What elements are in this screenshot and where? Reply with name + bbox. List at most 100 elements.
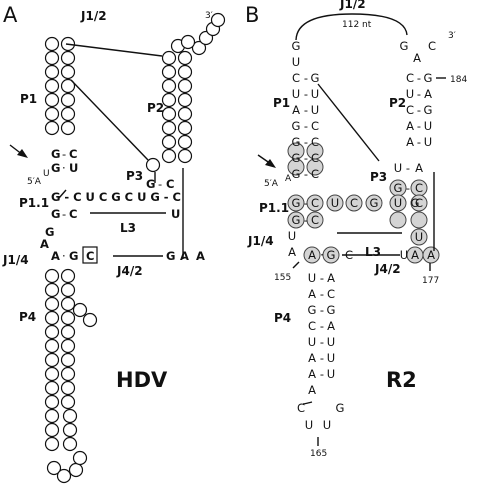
nucleotide-circle <box>60 324 76 340</box>
nt-p1-c1: C <box>69 147 77 161</box>
label-5prime-a: 5′A <box>27 177 42 187</box>
j14-base: A <box>308 248 316 262</box>
nucleotide-circle <box>161 106 177 122</box>
p2-top-base: G <box>400 39 409 53</box>
nucleotide-circle <box>177 78 193 94</box>
p4-right-base: U <box>327 335 335 349</box>
nt-p1-g2: G <box>51 161 60 175</box>
p2-left-base: A <box>406 135 414 149</box>
nucleotide-circle <box>44 408 60 424</box>
svg-text:-: - <box>62 207 66 221</box>
pair-dash: - <box>304 167 308 181</box>
nt-j14-a1: A <box>40 237 49 251</box>
nucleotide-circle <box>177 106 193 122</box>
nucleotide-circle <box>44 36 60 52</box>
label-3prime: 3′ <box>205 11 213 21</box>
pair-dash: - <box>304 151 308 165</box>
nucleotide-circle <box>72 450 88 466</box>
label-177: 177 <box>422 276 439 286</box>
nt-p11-u: U <box>171 207 180 221</box>
label-j14-b: J1/4 <box>247 234 274 248</box>
label-3prime-b: 3′ <box>448 31 456 41</box>
panel-a-title: HDV <box>116 368 168 392</box>
nucleotide-circle <box>44 436 60 452</box>
label-j42: J4/2 <box>116 264 143 278</box>
nt-j14-g1: G <box>45 225 54 239</box>
p2-left-base: U <box>406 87 414 101</box>
label-j12: J1/2 <box>80 9 107 23</box>
label-p1: P1 <box>20 92 37 106</box>
nt-p1-g1: G <box>51 147 60 161</box>
p4-left-base: G <box>308 303 317 317</box>
nucleotide-circle <box>60 338 76 354</box>
nucleotide-circle <box>60 352 76 368</box>
nt-j14-g2: G <box>69 249 78 263</box>
label-a-b: A <box>285 174 292 184</box>
nucleotide-circle <box>56 468 72 484</box>
nucleotide-circle <box>161 148 177 164</box>
nucleotide-circle <box>44 394 60 410</box>
svg-text:·: · <box>62 249 66 263</box>
pair-dash: - <box>304 71 308 85</box>
highlighted-nucleotide-disc <box>306 211 324 229</box>
highlighted-nucleotide-disc <box>422 246 440 264</box>
nucleotide-circle <box>161 120 177 136</box>
p11-base: G <box>292 196 301 210</box>
highlighted-nucleotide-disc <box>410 228 428 246</box>
nucleotide-circle <box>60 120 76 136</box>
p11-link-line <box>58 189 67 199</box>
p11-base: C <box>415 196 423 210</box>
nucleotide-circle <box>44 366 60 382</box>
panel-b-title: R2 <box>386 368 417 392</box>
nt-j14-c-boxed: C <box>86 249 94 263</box>
panel-a-label: A <box>3 3 18 27</box>
j12-arc-line <box>295 13 408 41</box>
p1-left-base: U <box>292 87 300 101</box>
j42-base: A <box>411 248 419 262</box>
highlighted-nucleotide-disc <box>322 246 340 264</box>
pair-dash: - <box>406 181 410 195</box>
p2-top-base: C <box>428 39 436 53</box>
nucleotide-circle <box>60 380 76 396</box>
highlighted-nucleotide-disc <box>365 194 383 212</box>
nucleotide-circle <box>161 92 177 108</box>
j14-base: G <box>327 248 336 262</box>
nucleotide-circle <box>177 64 193 80</box>
label-p11: P1.1 <box>19 196 49 210</box>
j42-base: U <box>400 248 408 262</box>
label-u: U <box>43 169 50 179</box>
loop-base: U <box>305 418 313 432</box>
label-l3: L3 <box>120 221 136 235</box>
loop-curve <box>302 401 313 405</box>
pair-dash: - <box>320 367 324 381</box>
pair-dash: - <box>320 351 324 365</box>
j14-base: A <box>288 245 296 259</box>
pair-dash: - <box>320 271 324 285</box>
nt-j42-a1: A <box>180 249 189 263</box>
pair-dash: - <box>320 287 324 301</box>
p4-right-base: U <box>327 351 335 365</box>
nucleotide-circle <box>46 460 62 476</box>
highlighted-nucleotide-disc <box>287 211 305 229</box>
nucleotide-circle <box>177 134 193 150</box>
nucleotide-circle <box>161 134 177 150</box>
nucleotide-circle <box>145 157 161 173</box>
label-184: 184 <box>450 75 467 85</box>
p11-base: G <box>292 213 301 227</box>
nucleotide-circle <box>44 282 60 298</box>
svg-text:-: - <box>158 177 162 191</box>
nucleotide-circle <box>60 268 76 284</box>
loop-base: C <box>297 401 305 415</box>
highlighted-nucleotide-disc <box>306 194 324 212</box>
nucleotide-circle <box>44 422 60 438</box>
highlighted-nucleotide-disc <box>410 194 428 212</box>
nt-p11-row1: G-CUCGCUG-C <box>51 190 181 204</box>
p1-right-base: C <box>311 119 319 133</box>
label-p11-b: P1.1 <box>259 201 289 215</box>
p2-left-base: C <box>406 71 414 85</box>
nucleotide-circle <box>44 106 60 122</box>
p11-base: U <box>415 230 423 244</box>
p2-right-base: G <box>424 103 433 117</box>
pair-dash: - <box>320 319 324 333</box>
p1-left-base: G <box>292 167 301 181</box>
